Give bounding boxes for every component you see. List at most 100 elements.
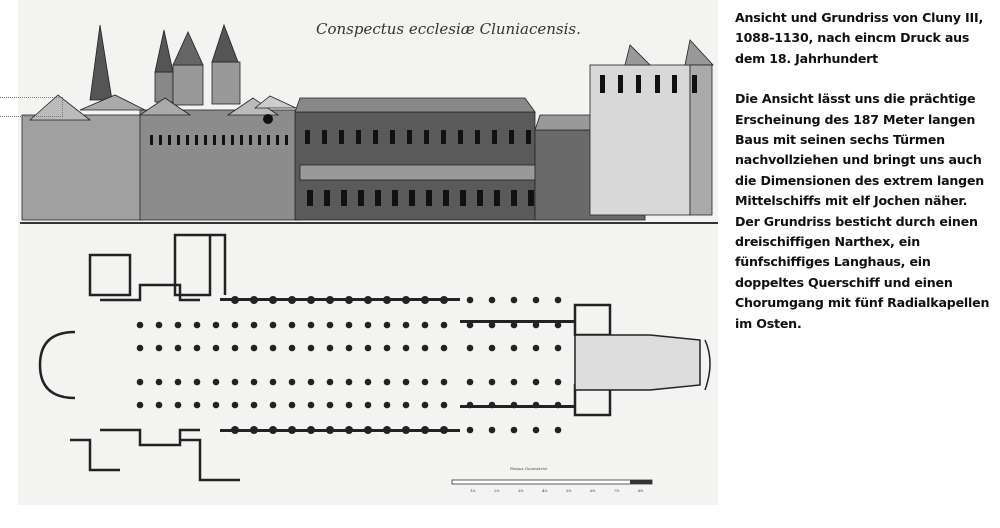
pier	[488, 321, 496, 329]
pier	[364, 401, 372, 409]
window	[443, 190, 449, 206]
pier	[510, 296, 518, 304]
pier	[440, 401, 448, 409]
caption: Ansicht und Grundriss von Cluny III, 108…	[735, 8, 995, 334]
elevation-windows	[150, 75, 697, 206]
pier	[307, 401, 315, 409]
pier	[440, 321, 448, 329]
window	[339, 130, 344, 144]
window	[373, 130, 378, 144]
pier	[510, 344, 518, 352]
pier	[326, 378, 334, 386]
pier	[250, 401, 258, 409]
pier	[532, 426, 540, 434]
pier	[554, 378, 562, 386]
window	[258, 135, 261, 145]
window	[492, 130, 497, 144]
pier	[402, 401, 410, 409]
pier	[466, 344, 474, 352]
church-elevation	[21, 23, 714, 221]
pier	[532, 296, 540, 304]
window	[249, 135, 252, 145]
window	[618, 75, 623, 93]
pier	[136, 401, 144, 409]
window	[424, 130, 429, 144]
pier	[383, 344, 391, 352]
pier	[288, 401, 296, 409]
scale-tick-label: 40.	[541, 488, 548, 493]
window	[392, 190, 398, 206]
pier	[174, 344, 182, 352]
window	[509, 130, 514, 144]
pier	[383, 401, 391, 409]
pier	[421, 378, 429, 386]
pier	[307, 321, 315, 329]
pier	[174, 378, 182, 386]
pier	[193, 344, 201, 352]
pier	[440, 378, 448, 386]
window	[267, 135, 270, 145]
caption-body: Die Ansicht lässt uns die prächtige Ersc…	[735, 91, 990, 331]
pier	[510, 321, 518, 329]
pier	[532, 344, 540, 352]
pier	[307, 378, 315, 386]
pier	[532, 378, 540, 386]
pier	[402, 321, 410, 329]
scale-tick-label: 20.	[493, 488, 500, 493]
pier	[554, 321, 562, 329]
pier	[345, 378, 353, 386]
pier	[212, 344, 220, 352]
pier	[193, 378, 201, 386]
aisle-wall	[460, 405, 575, 408]
window	[195, 135, 198, 145]
pier	[488, 378, 496, 386]
pier	[466, 321, 474, 329]
window	[390, 130, 395, 144]
window	[356, 130, 361, 144]
pier	[250, 344, 258, 352]
window	[475, 130, 480, 144]
window	[358, 190, 364, 206]
pier	[554, 426, 562, 434]
window	[672, 75, 677, 93]
window	[600, 75, 605, 93]
window	[159, 135, 162, 145]
pier	[345, 344, 353, 352]
pier	[326, 344, 334, 352]
aisle-wall	[220, 429, 460, 432]
pier	[155, 401, 163, 409]
pier	[269, 321, 277, 329]
pier	[554, 344, 562, 352]
scale-tick-label: 30.	[518, 488, 524, 493]
pier	[488, 344, 496, 352]
window	[231, 135, 234, 145]
pier	[212, 321, 220, 329]
pier	[193, 401, 201, 409]
scale-bar: Passus Geometrici 10.20.30.40.50.60.70.8…	[451, 466, 653, 493]
window	[150, 135, 153, 145]
window	[324, 190, 330, 206]
pier	[288, 321, 296, 329]
pier	[402, 378, 410, 386]
pier	[532, 321, 540, 329]
pier	[510, 378, 518, 386]
pier	[510, 426, 518, 434]
scale-tick-label: 80.	[638, 488, 644, 493]
pier	[488, 296, 496, 304]
pier	[250, 321, 258, 329]
window	[636, 75, 641, 93]
window	[655, 75, 660, 93]
pier	[326, 321, 334, 329]
pier	[421, 401, 429, 409]
aisle-wall	[460, 320, 575, 323]
pier	[269, 401, 277, 409]
pier	[136, 344, 144, 352]
pier	[383, 378, 391, 386]
pier	[466, 426, 474, 434]
pier	[212, 401, 220, 409]
pier	[488, 426, 496, 434]
window	[526, 130, 531, 144]
pier	[174, 401, 182, 409]
pier	[307, 344, 315, 352]
pier	[364, 378, 372, 386]
